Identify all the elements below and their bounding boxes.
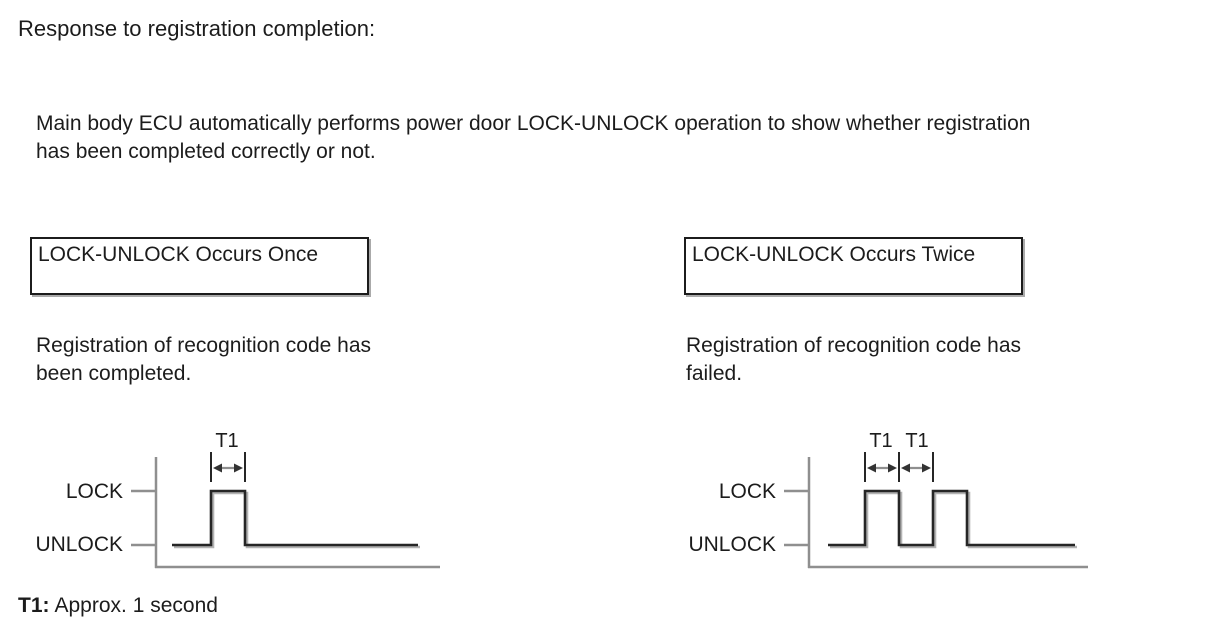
waveform <box>828 489 1075 547</box>
t1-second-label: T1 <box>905 430 928 452</box>
waveform-shadow <box>174 491 420 549</box>
t1-first-arrow-head-right <box>888 463 897 473</box>
waveform <box>172 489 418 547</box>
lock-label: LOCK <box>719 480 776 503</box>
timing-diagram-twice: LOCK UNLOCK T1 T1 <box>688 430 1088 569</box>
intro-line-2: has been completed correctly or not. <box>36 140 376 163</box>
result-failed-line-1: Registration of recognition code has <box>686 334 1022 357</box>
t1-arrow-head-left <box>213 463 222 473</box>
result-text-success: Registration of recognition code has bee… <box>36 332 371 388</box>
result-success-line-2: been completed. <box>36 362 192 385</box>
unlock-label: UNLOCK <box>35 533 123 556</box>
intro-text: Main body ECU automatically performs pow… <box>36 110 1030 166</box>
t1-second-arrow-head-right <box>922 463 931 473</box>
t1-first-label: T1 <box>869 430 892 452</box>
t1-footnote-prefix: T1: <box>18 594 50 617</box>
t1-arrow-head-right <box>234 463 243 473</box>
t1-second-arrow-head-left <box>901 463 910 473</box>
result-box-twice-label: LOCK-UNLOCK Occurs Twice <box>692 243 976 266</box>
t1-footnote: T1:Approx. 1 second <box>18 594 218 618</box>
page-title: Response to registration completion: <box>18 16 376 41</box>
unlock-label: UNLOCK <box>688 533 776 556</box>
t1-first-arrow-head-left <box>867 463 876 473</box>
waveform-shadow <box>830 491 1077 549</box>
result-failed-line-2: failed. <box>686 362 743 385</box>
t1-footnote-text: Approx. 1 second <box>54 594 218 617</box>
result-success-line-1: Registration of recognition code has <box>36 334 372 357</box>
result-box-once: LOCK-UNLOCK Occurs Once <box>30 237 369 295</box>
result-box-once-label: LOCK-UNLOCK Occurs Once <box>38 243 319 266</box>
timing-diagram-once: LOCK UNLOCK T1 <box>35 430 440 569</box>
lock-label: LOCK <box>66 480 123 503</box>
result-text-failed: Registration of recognition code has fai… <box>686 332 1021 388</box>
intro-line-1: Main body ECU automatically performs pow… <box>36 112 1031 135</box>
result-box-twice: LOCK-UNLOCK Occurs Twice <box>684 237 1023 295</box>
t1-label: T1 <box>215 430 238 452</box>
